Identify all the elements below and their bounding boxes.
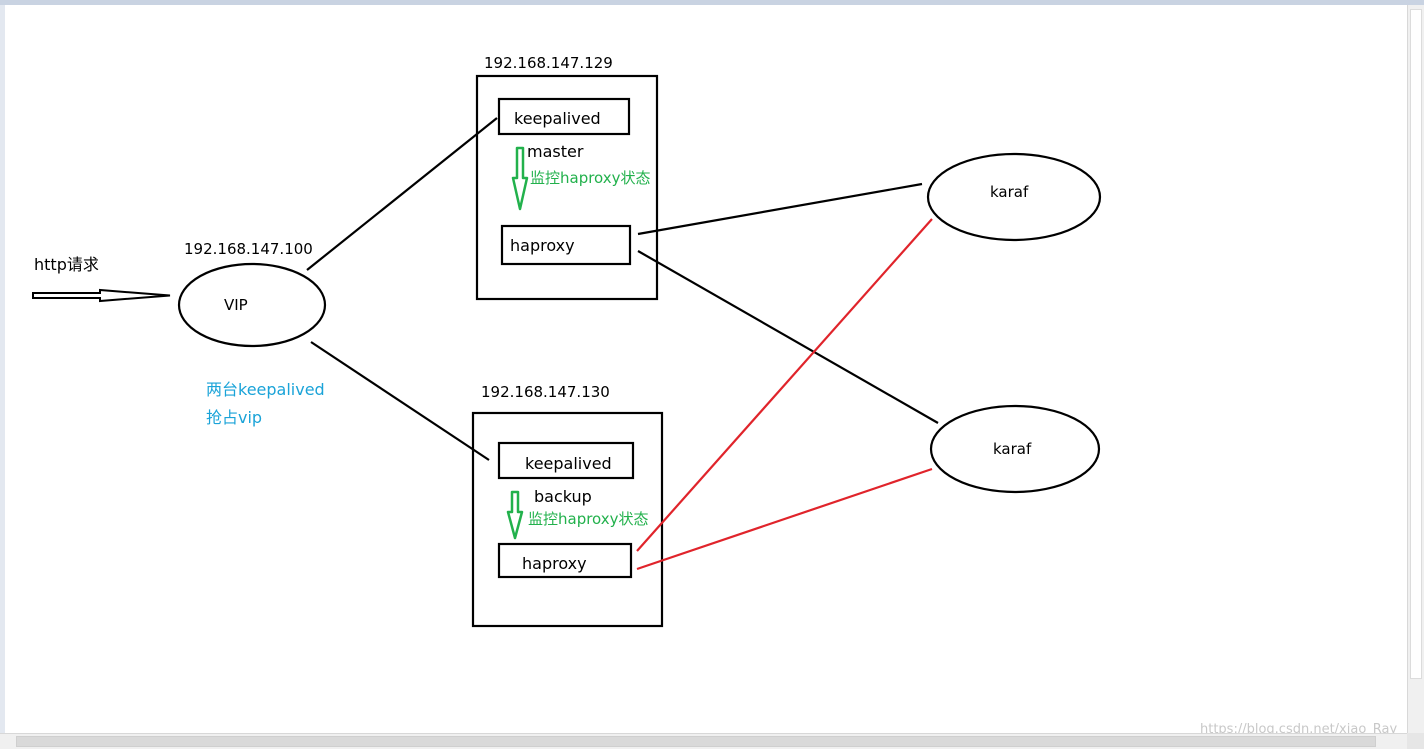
vip-note-line1: 两台keepalived [206, 380, 325, 399]
backup-keepalived-box [497, 441, 635, 480]
backup-role-label: backup [534, 487, 592, 506]
master-role-label: master [527, 142, 584, 161]
backup-monitor-label: 监控haproxy状态 [528, 510, 649, 528]
backup-keepalived-label: keepalived [525, 454, 612, 473]
backup-server-box [471, 411, 664, 628]
vip-node [177, 262, 327, 348]
window-top-strip [0, 0, 1424, 5]
karaf-top-node [926, 152, 1102, 242]
vertical-scroll-thumb[interactable] [1410, 9, 1422, 679]
backup-haproxy-to-karaf-top-line [636, 218, 933, 552]
master-keepalived-label: keepalived [514, 109, 601, 128]
backup-monitor-arrow [506, 490, 524, 540]
backup-haproxy-box [497, 542, 633, 579]
master-haproxy-label: haproxy [510, 236, 575, 255]
master-monitor-label: 监控haproxy状态 [530, 169, 651, 187]
master-haproxy-box [500, 224, 632, 266]
vip-label: VIP [224, 296, 248, 314]
master-haproxy-to-karaf-top-line [637, 182, 923, 236]
vip-note-line2: 抢占vip [206, 408, 262, 427]
master-keepalived-box [497, 97, 631, 136]
http-request-arrow [32, 288, 171, 303]
master-server-box [475, 74, 659, 301]
vertical-scrollbar[interactable] [1407, 5, 1424, 733]
horizontal-scroll-thumb[interactable] [16, 736, 1376, 747]
karaf-bottom-label: karaf [993, 440, 1032, 458]
backup-ip-label: 192.168.147.130 [481, 383, 610, 401]
master-ip-label: 192.168.147.129 [484, 54, 613, 72]
scrollbar-corner [1407, 733, 1424, 749]
karaf-bottom-node [929, 404, 1101, 494]
backup-haproxy-to-karaf-bottom-line [636, 467, 933, 571]
master-haproxy-to-karaf-bottom-line [637, 250, 939, 424]
http-request-label: http请求 [34, 255, 99, 274]
backup-haproxy-label: haproxy [522, 554, 587, 573]
vip-to-backup-line [310, 341, 490, 461]
vip-to-master-line [306, 117, 498, 271]
master-monitor-arrow [511, 146, 529, 211]
karaf-top-label: karaf [990, 183, 1029, 201]
drawing-canvas [5, 5, 1407, 733]
vip-ip-label: 192.168.147.100 [184, 240, 313, 258]
horizontal-scrollbar[interactable] [0, 733, 1407, 749]
